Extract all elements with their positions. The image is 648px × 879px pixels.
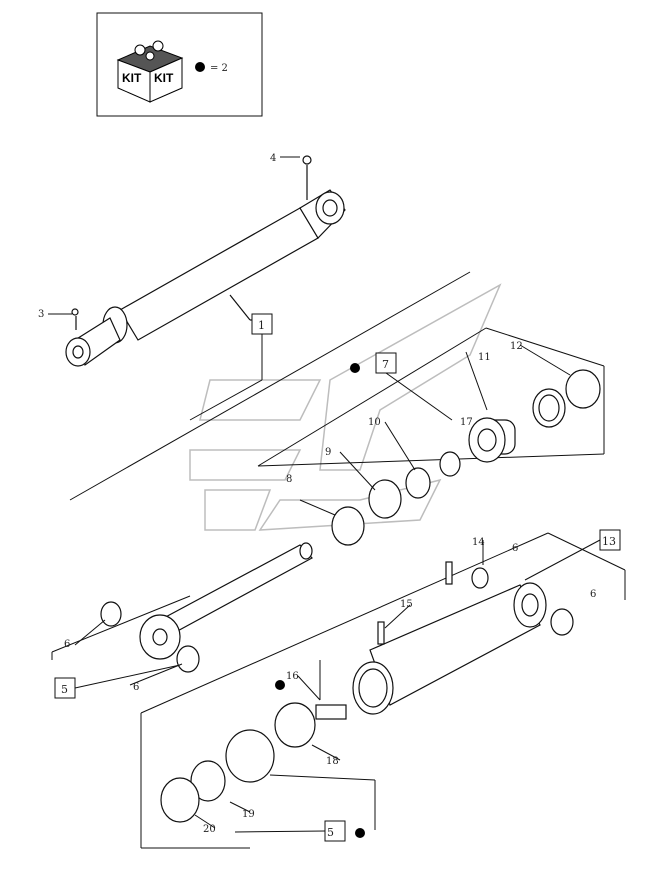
- callout-6-d: 6: [590, 589, 596, 600]
- rod-assembly: [100, 542, 313, 673]
- seal-kit-parts: [331, 369, 601, 546]
- callout-18: 18: [326, 756, 339, 767]
- callout-6-c: 6: [512, 543, 518, 554]
- callout-20-box: 5: [327, 826, 334, 839]
- divider-lines: [51, 271, 626, 849]
- callout-13: 13: [602, 535, 616, 548]
- kit-marker-icon-7: [350, 363, 360, 373]
- callout-16: 16: [286, 671, 299, 682]
- kit-marker-icon-16: [275, 680, 285, 690]
- callout-boxes: [54, 313, 621, 842]
- callout-1: 1: [258, 319, 265, 332]
- kit-label-left: KIT: [122, 71, 142, 85]
- callout-14: 14: [472, 537, 485, 548]
- callout-9: 9: [325, 447, 331, 458]
- callout-8: 8: [286, 474, 292, 485]
- callout-5: 5: [61, 683, 68, 696]
- leader-lines: [48, 156, 601, 833]
- kit-marker-icon-20: [355, 828, 365, 838]
- callout-12: 12: [510, 341, 523, 352]
- callout-3: 3: [38, 309, 44, 320]
- callout-6-a: 6: [64, 639, 70, 650]
- callout-20: 20: [203, 824, 216, 835]
- callout-4: 4: [270, 153, 276, 164]
- callout-10: 10: [368, 417, 381, 428]
- callout-17: 17: [460, 417, 473, 428]
- kit-label-right: KIT: [154, 71, 174, 85]
- callout-7: 7: [382, 358, 389, 371]
- kit-box-icon: KIT KIT: [116, 40, 184, 103]
- kit-legend-text: = 2: [210, 63, 228, 74]
- grease-fitting-icon-b: [302, 155, 312, 165]
- kit-legend: KIT KIT = 2: [96, 12, 263, 117]
- callout-15: 15: [400, 599, 413, 610]
- callout-6-b: 6: [133, 682, 139, 693]
- barrel-assembly: [160, 561, 574, 823]
- kit-dot-icon: [195, 62, 205, 72]
- callout-labels: 1 3 4 5 6 6 6 6 7 8 9 10 11 12 13 14 15 …: [38, 153, 616, 839]
- watermark-logo: [189, 283, 502, 531]
- callout-19: 19: [242, 809, 255, 820]
- grease-fitting-icon-a: [71, 308, 79, 316]
- callout-11: 11: [478, 352, 491, 363]
- cylinder-assembly: [65, 155, 346, 367]
